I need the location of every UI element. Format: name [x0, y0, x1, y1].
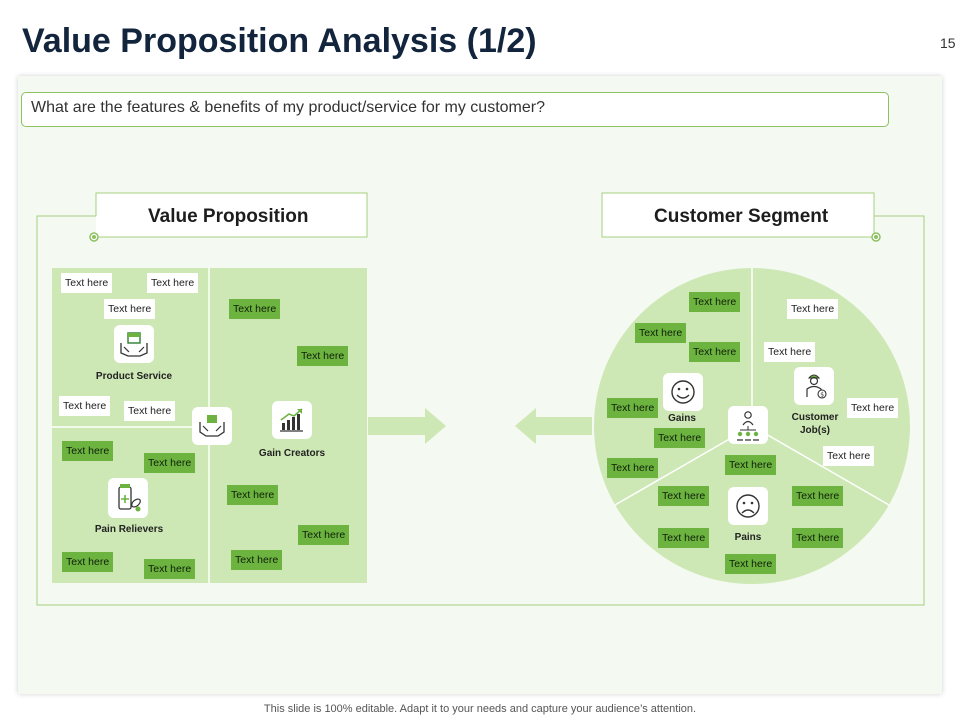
vp-text-box[interactable]: Text here	[62, 552, 114, 572]
pains-label: Pains	[734, 532, 762, 543]
customer-segment-heading: Customer Segment	[654, 206, 829, 227]
cs-text-box[interactable]: Text here	[725, 554, 777, 574]
hands-icon	[192, 407, 232, 445]
cs-text-box[interactable]: Text here	[792, 528, 844, 548]
diagram-frame-left	[36, 215, 480, 606]
vp-text-box[interactable]: Text here	[227, 485, 279, 505]
vp-text-box[interactable]: Text here	[297, 346, 349, 366]
cs-text-box[interactable]: Text here	[764, 342, 816, 362]
product-service-label: Product Service	[95, 371, 173, 382]
cs-text-box[interactable]: Text here	[823, 446, 875, 466]
customer-jobs-label: Customer Job(s)	[791, 412, 839, 436]
vp-text-box[interactable]: Text here	[231, 550, 283, 570]
svg-text:$: $	[820, 392, 824, 399]
customer-group-icon	[728, 406, 768, 444]
cs-text-box[interactable]: Text here	[607, 398, 659, 418]
medicine-icon	[108, 478, 148, 518]
value-proposition-heading: Value Proposition	[148, 206, 309, 227]
diagram-frame-right	[480, 215, 925, 606]
cs-text-box[interactable]: Text here	[658, 528, 710, 548]
cs-text-box[interactable]: Text here	[658, 486, 710, 506]
page-number: 15	[940, 35, 956, 51]
page-title: Value Proposition Analysis (1/2)	[22, 22, 537, 60]
question-box[interactable]: What are the features & benefits of my p…	[21, 92, 889, 127]
vp-text-box[interactable]: Text here	[147, 273, 199, 293]
vp-text-box[interactable]: Text here	[124, 401, 176, 421]
box-hands-icon	[114, 325, 154, 363]
vp-text-box[interactable]: Text here	[229, 299, 281, 319]
cs-text-box[interactable]: Text here	[787, 299, 839, 319]
cs-text-box[interactable]: Text here	[689, 342, 741, 362]
chart-growth-icon	[272, 401, 312, 439]
cs-text-box[interactable]: Text here	[654, 428, 706, 448]
cs-text-box[interactable]: Text here	[792, 486, 844, 506]
vp-text-box[interactable]: Text here	[144, 453, 196, 473]
cs-text-box[interactable]: Text here	[607, 458, 659, 478]
smile-icon	[663, 373, 703, 411]
cs-text-box[interactable]: Text here	[847, 398, 899, 418]
pain-relievers-label: Pain Relievers	[94, 524, 164, 535]
vp-text-box[interactable]: Text here	[298, 525, 350, 545]
arrow-right	[368, 408, 446, 444]
cs-text-box[interactable]: Text here	[635, 323, 687, 343]
vp-text-box[interactable]: Text here	[62, 441, 114, 461]
footer-note: This slide is 100% editable. Adapt it to…	[263, 703, 697, 715]
vp-text-box[interactable]: Text here	[104, 299, 156, 319]
arrow-left	[515, 408, 592, 444]
vp-text-box[interactable]: Text here	[61, 273, 113, 293]
cs-text-box[interactable]: Text here	[689, 292, 741, 312]
gain-creators-label: Gain Creators	[258, 448, 326, 459]
worker-icon: $	[794, 367, 834, 405]
vp-text-box[interactable]: Text here	[144, 559, 196, 579]
cs-text-box[interactable]: Text here	[725, 455, 777, 475]
sad-icon	[728, 487, 768, 525]
vp-text-box[interactable]: Text here	[59, 396, 111, 416]
gains-label: Gains	[668, 413, 696, 424]
